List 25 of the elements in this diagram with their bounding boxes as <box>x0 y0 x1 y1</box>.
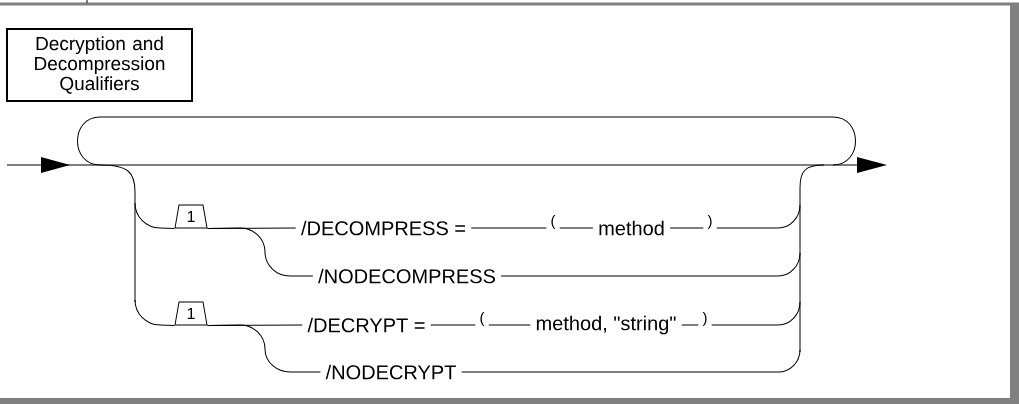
track-line <box>716 204 801 229</box>
track-line <box>681 324 699 326</box>
track-line <box>430 324 476 326</box>
track-line <box>207 324 321 373</box>
parameter-text: method, "string" <box>536 315 676 335</box>
track-line <box>134 202 175 229</box>
track-line <box>470 227 547 229</box>
parenthesis: ( <box>551 215 556 229</box>
track-line <box>669 227 704 229</box>
parenthesis: ( <box>480 312 485 326</box>
parenthesis: ) <box>702 312 707 326</box>
track-line <box>500 252 801 277</box>
track-line <box>711 301 801 326</box>
parameter-text: method <box>599 220 664 236</box>
keyword-text: /DECRYPT = <box>307 317 425 333</box>
track-line <box>134 299 175 326</box>
track-line <box>461 349 801 373</box>
keyword-text: /DECOMPRESS = <box>301 220 465 236</box>
parenthesis: ) <box>707 215 712 229</box>
keyword-text: /NODECRYPT <box>325 364 456 380</box>
title-box: Decryption and Decompression Qualifiers <box>6 28 193 102</box>
keyword-text: /NODECOMPRESS <box>318 268 495 284</box>
track-line <box>488 324 531 326</box>
track-line <box>559 227 594 229</box>
track-line <box>207 227 314 277</box>
